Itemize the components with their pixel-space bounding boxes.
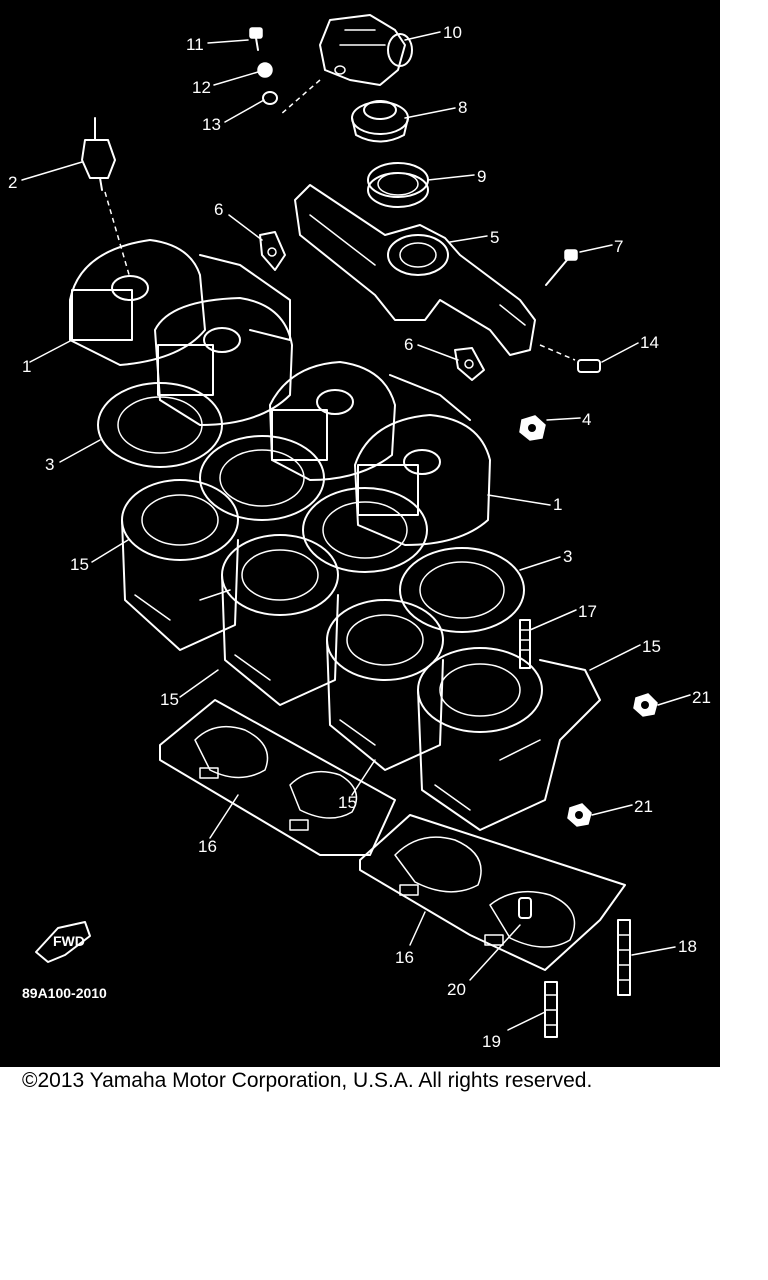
stud-19 <box>544 981 558 1038</box>
washer-12 <box>257 62 273 78</box>
callout-6a: 6 <box>214 200 223 219</box>
bolt-11 <box>249 27 263 51</box>
head-gasket-row <box>97 382 525 633</box>
svg-text:FWD: FWD <box>53 933 85 949</box>
callout-17: 17 <box>578 602 597 621</box>
nut-4 <box>519 415 546 441</box>
drawing-reference-code: 89A100-2010 <box>22 985 107 1001</box>
callout-7: 7 <box>614 237 623 256</box>
forward-arrow-icon: FWD <box>35 921 91 963</box>
exploded-parts-diagram: FWD 89A100-2010 1 1 <box>8 14 711 1051</box>
nut-21a <box>633 693 658 717</box>
cylinder-block-4 <box>417 647 601 831</box>
thermostat-cover <box>319 14 413 86</box>
callout-13: 13 <box>202 115 221 134</box>
water-manifold <box>294 184 536 356</box>
callout-15d: 15 <box>642 637 661 656</box>
callout-15b: 15 <box>160 690 179 709</box>
leader-dash <box>279 79 321 116</box>
bolt-7 <box>545 249 578 286</box>
callout-2: 2 <box>8 173 17 192</box>
cylinder-head-4 <box>354 414 491 546</box>
nut-21b <box>567 803 592 827</box>
callout-3a: 3 <box>45 455 54 474</box>
callout-15c: 15 <box>338 793 357 812</box>
callout-4: 4 <box>582 410 591 429</box>
callout-16a: 16 <box>198 837 217 856</box>
callout-19: 19 <box>482 1032 501 1051</box>
copyright-notice: ©2013 Yamaha Motor Corporation, U.S.A. A… <box>22 1069 593 1092</box>
callout-15a: 15 <box>70 555 89 574</box>
callout-3b: 3 <box>563 547 572 566</box>
callout-1b: 1 <box>553 495 562 514</box>
parts-diagram-panel: FWD 89A100-2010 1 1 <box>0 0 720 1067</box>
leader-dash <box>539 344 576 361</box>
washer-13 <box>262 91 278 105</box>
temperature-sensor <box>81 117 116 191</box>
base-gasket-2 <box>359 814 626 971</box>
callout-6b: 6 <box>404 335 413 354</box>
callout-8: 8 <box>458 98 467 117</box>
callout-10: 10 <box>443 23 462 42</box>
thermostat-seal <box>367 162 429 208</box>
callout-5: 5 <box>490 228 499 247</box>
gasket-6b <box>454 347 485 381</box>
gasket-6a <box>259 231 286 271</box>
callout-14: 14 <box>640 333 659 352</box>
base-gasket-1 <box>159 699 396 856</box>
cylinder-block-3 <box>326 599 444 771</box>
plug-14 <box>577 359 601 373</box>
stud-17 <box>519 619 531 669</box>
thermostat <box>351 100 409 143</box>
callout-16b: 16 <box>395 948 414 967</box>
callout-1a: 1 <box>22 357 31 376</box>
callout-9: 9 <box>477 167 486 186</box>
callout-21a: 21 <box>692 688 711 707</box>
leader-dash <box>104 191 131 279</box>
cylinder-block-2 <box>221 534 339 706</box>
cylinder-head-3 <box>269 361 471 481</box>
callout-numbers: 1 1 2 3 3 4 5 6 6 7 8 9 10 11 12 13 14 1… <box>8 23 711 1051</box>
callout-leaders <box>21 31 691 1031</box>
callout-11: 11 <box>186 35 204 54</box>
cylinder-block-1 <box>121 479 239 651</box>
cylinder-head-2 <box>154 297 293 426</box>
callout-18: 18 <box>678 937 697 956</box>
callout-12: 12 <box>192 78 211 97</box>
dowel-20 <box>518 897 532 919</box>
stud-18 <box>617 919 631 996</box>
callout-20: 20 <box>447 980 466 999</box>
callout-21b: 21 <box>634 797 653 816</box>
